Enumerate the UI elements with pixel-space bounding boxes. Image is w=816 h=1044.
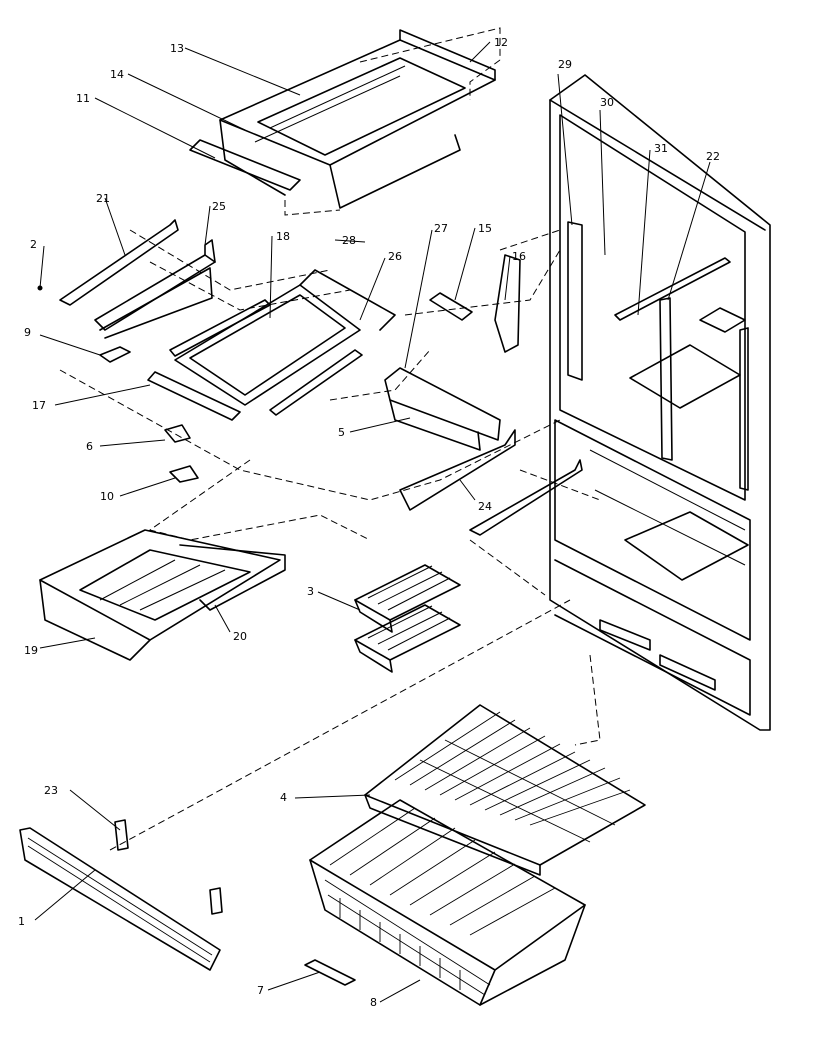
callout-25: 25 bbox=[212, 200, 226, 213]
light-bracket-cover bbox=[429, 254, 521, 353]
callout-labels: 1 2 3 4 5 6 7 8 9 10 11 12 13 14 15 16 1… bbox=[18, 36, 720, 1009]
callout-3: 3 bbox=[307, 585, 314, 598]
callout-1: 1 bbox=[18, 915, 25, 928]
wire-basket bbox=[309, 799, 586, 1006]
callout-29: 29 bbox=[558, 58, 572, 71]
callout-11: 11 bbox=[76, 92, 90, 105]
callout-26: 26 bbox=[388, 250, 402, 263]
callout-9: 9 bbox=[24, 326, 31, 339]
ice-trays bbox=[354, 564, 461, 673]
leader-lines bbox=[34, 41, 711, 1003]
base-grille bbox=[19, 819, 356, 986]
callout-4: 4 bbox=[280, 791, 287, 804]
callout-30: 30 bbox=[600, 96, 614, 109]
crisper-small-parts bbox=[164, 424, 199, 483]
crisper-rails bbox=[384, 367, 583, 536]
crisper-pan bbox=[39, 529, 286, 661]
callout-21: 21 bbox=[96, 192, 110, 205]
wire-shelf bbox=[364, 704, 646, 876]
assembly-dashed-lines bbox=[59, 27, 601, 851]
callout-10: 10 bbox=[100, 490, 114, 503]
callout-8: 8 bbox=[370, 996, 377, 1009]
callout-20: 20 bbox=[233, 630, 247, 643]
callout-19: 19 bbox=[24, 644, 38, 657]
callout-23: 23 bbox=[44, 784, 58, 797]
left-shelf-rails bbox=[37, 219, 216, 339]
crisper-cover-assembly bbox=[99, 269, 396, 421]
callout-16: 16 bbox=[512, 250, 526, 263]
callout-24: 24 bbox=[478, 500, 492, 513]
callout-18: 18 bbox=[276, 230, 290, 243]
callout-15: 15 bbox=[478, 222, 492, 235]
callout-2: 2 bbox=[30, 238, 37, 251]
callout-13: 13 bbox=[170, 42, 184, 55]
callout-12: 12 bbox=[494, 36, 508, 49]
callout-28: 28 bbox=[342, 234, 356, 247]
callout-7: 7 bbox=[257, 984, 264, 997]
callout-6: 6 bbox=[86, 440, 93, 453]
refrigerator-cabinet bbox=[549, 74, 771, 731]
callout-27: 27 bbox=[434, 222, 448, 235]
callout-17: 17 bbox=[32, 399, 46, 412]
callout-5: 5 bbox=[338, 426, 345, 439]
callout-14: 14 bbox=[110, 68, 124, 81]
top-glass-shelf bbox=[189, 29, 496, 209]
callout-22: 22 bbox=[706, 150, 720, 163]
callout-31: 31 bbox=[654, 142, 668, 155]
